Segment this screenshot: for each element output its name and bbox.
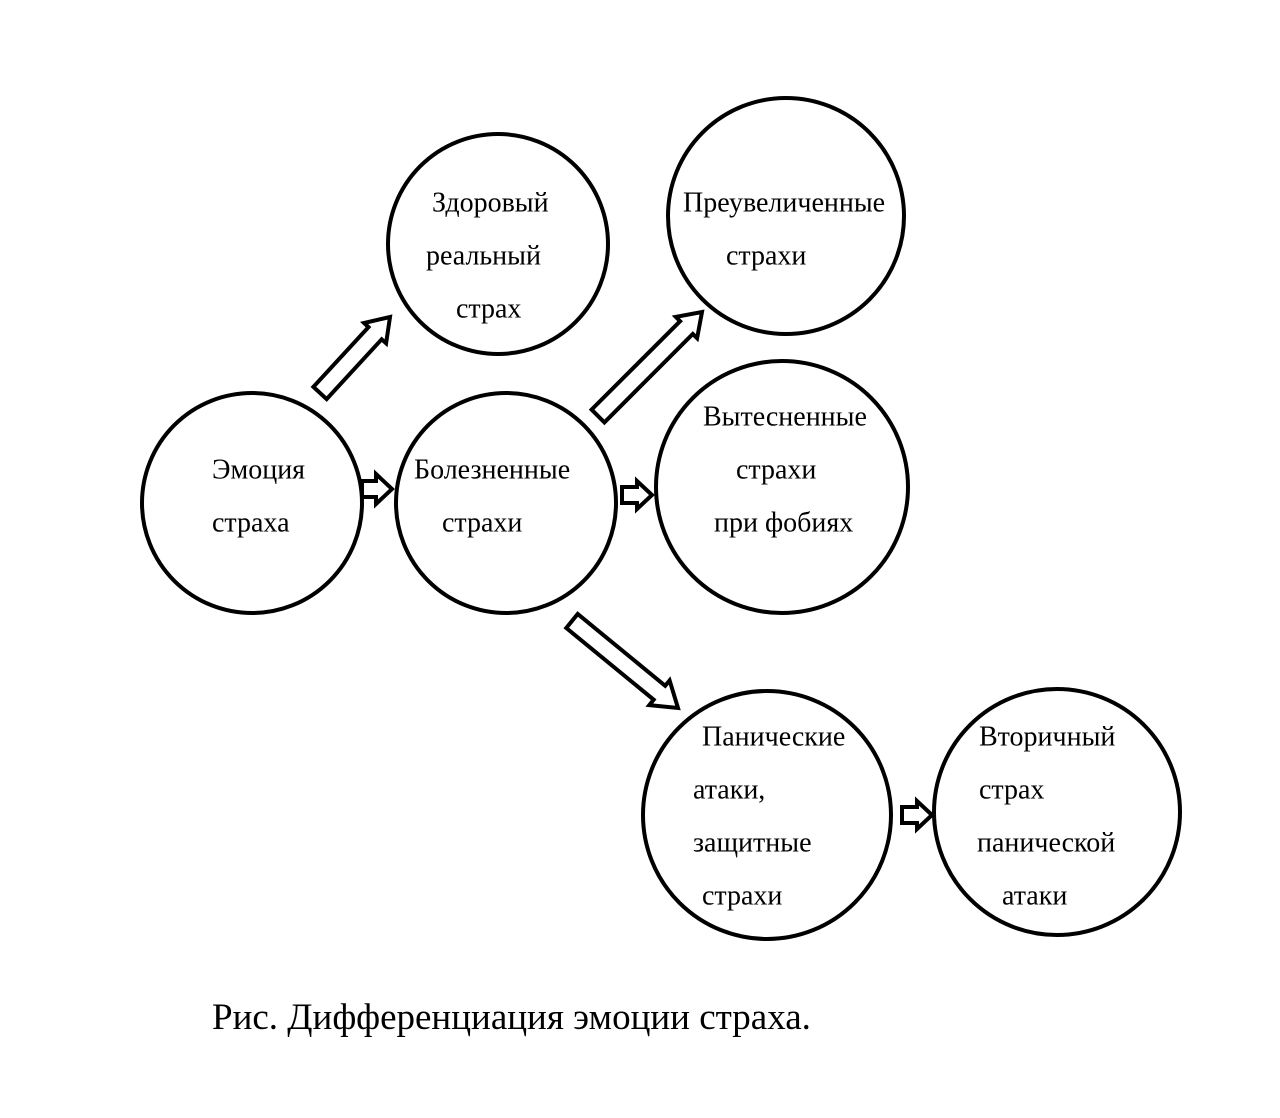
node-secondary-fear: Вторичный страх панической атаки	[932, 687, 1182, 937]
node-circle	[666, 96, 906, 336]
node-label-line: Эмоция	[212, 454, 305, 485]
node-label-line: атаки,	[693, 774, 765, 805]
node-label-line: страха	[212, 507, 290, 538]
node-circle	[394, 391, 618, 615]
node-label-line: страхи	[726, 240, 806, 271]
node-label-line: страх	[979, 774, 1044, 805]
arrow-painful-fears-to-exaggerated-fears	[588, 309, 705, 426]
node-label-line: Болезненные	[414, 454, 570, 485]
node-circle	[140, 391, 364, 615]
node-label-line: Преувеличенные	[683, 187, 885, 218]
node-label-line: страхи	[736, 454, 816, 485]
node-label-line: защитные	[693, 827, 812, 858]
node-label-line: реальный	[426, 240, 541, 271]
arrows-layer	[310, 309, 935, 834]
node-label-line: страхи	[442, 507, 522, 538]
node-painful-fears: Болезненные страхи	[394, 391, 618, 615]
node-healthy-real-fear: Здоровый реальный страх	[386, 132, 610, 356]
figure-caption: Рис. Дифференциация эмоции страха.	[212, 997, 811, 1038]
arrow-emotion-of-fear-to-healthy-real-fear	[310, 314, 393, 402]
node-circle	[654, 359, 910, 615]
node-circle	[386, 132, 610, 356]
arrow-emotion-of-fear-to-painful-fears	[360, 469, 395, 509]
node-circle	[641, 689, 893, 941]
node-circle	[932, 687, 1182, 937]
arrow-painful-fears-to-repressed-fears	[620, 476, 655, 514]
arrow-painful-fears-to-panic-attacks	[563, 611, 681, 711]
node-label-line: страхи	[702, 880, 782, 911]
node-label-line: атаки	[1002, 880, 1067, 911]
node-label-line: Вторичный	[979, 721, 1115, 752]
node-label-line: Панические	[702, 721, 845, 752]
nodes-layer: ЭмоциястрахаЗдоровыйреальныйстрахБолезне…	[140, 96, 1182, 941]
node-label-line: при фобиях	[714, 507, 853, 538]
node-label-line: Здоровый	[432, 187, 549, 218]
node-label-line: панической	[977, 827, 1115, 858]
node-exaggerated-fears: Преувеличенные страхи	[666, 96, 906, 336]
node-label-line: страх	[456, 293, 521, 324]
arrow-panic-attacks-to-secondary-fear	[900, 796, 935, 834]
node-label-line: Вытесненные	[703, 401, 867, 432]
node-repressed-fears: Вытесненные страхи при фобиях	[654, 359, 910, 615]
node-emotion-of-fear: Эмоция страха	[140, 391, 364, 615]
node-panic-attacks: Панические атаки, защитные страхи	[641, 689, 893, 941]
